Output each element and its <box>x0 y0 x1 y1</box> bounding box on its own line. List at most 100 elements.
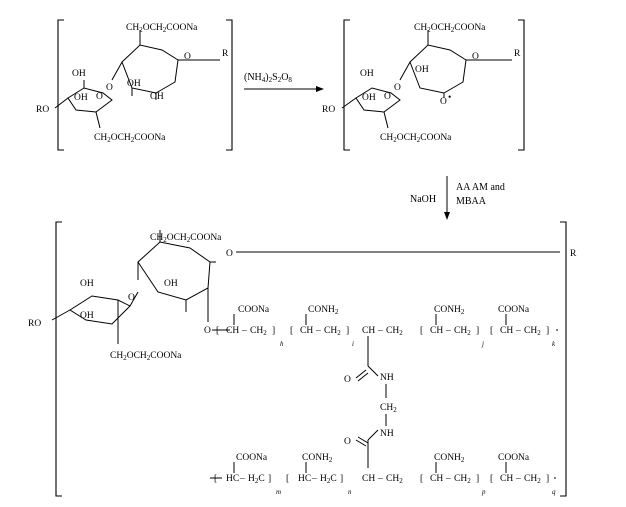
svg-text:[: [ <box>490 474 493 484</box>
upper-pyranose-ring <box>121 44 179 94</box>
subscript-j: j <box>481 340 484 348</box>
unit-p-ch2: CH2 <box>454 474 471 485</box>
unit-k-coona: COONa <box>498 305 530 315</box>
ring-o-label-3: O <box>472 52 479 62</box>
product-oh-2: OH <box>164 279 178 289</box>
product-ro-label: RO <box>28 319 41 329</box>
oh-label-2: OH <box>127 79 141 89</box>
oh-label-1: OH <box>72 69 86 79</box>
unit-p-ch: CH <box>430 474 443 484</box>
ring-o-label-2: O <box>96 92 103 102</box>
unit-h-coona: COONa <box>238 305 270 315</box>
svg-text:–: – <box>315 326 321 336</box>
right-bracket <box>226 19 233 151</box>
svg-text:[: [ <box>490 326 493 336</box>
unit-k-ch: CH <box>500 326 513 336</box>
ch2och2coona-bottom-label-2: CH2OCH2COONa <box>380 133 452 144</box>
unit-i-conh2: CONH2 <box>308 305 339 316</box>
r-label: R <box>222 49 229 59</box>
product-ring-o: O <box>226 249 233 259</box>
radical-intermediate: CH2OCH2COONa O R OH OH O OH O O • RO CH2… <box>322 19 525 151</box>
crosslink-ch2-bottom: CH2 <box>386 474 403 485</box>
product-left-bracket <box>55 221 62 497</box>
svg-text:–: – <box>445 474 451 484</box>
product-ch2och2coona-bottom: CH2OCH2COONa <box>110 351 182 362</box>
ring-o-label: O <box>184 52 191 62</box>
product-lower-ring <box>69 295 131 325</box>
reagent-monomers: AA AM and <box>456 182 505 193</box>
radical-o-label: O <box>440 97 447 107</box>
product-oh-1: OH <box>80 279 94 289</box>
oh-label-5: OH <box>360 69 374 79</box>
left-bracket <box>57 19 64 151</box>
svg-text:[: [ <box>214 474 217 484</box>
svg-text:[: [ <box>290 326 293 336</box>
subscript-k: k <box>552 340 556 348</box>
product-o-link: O <box>128 293 135 303</box>
ring-o-label-4: O <box>384 92 391 102</box>
subscript-i: i <box>352 340 354 348</box>
ro-label: RO <box>36 105 49 115</box>
unit-q-ch: CH <box>500 474 513 484</box>
svg-text:[: [ <box>420 474 423 484</box>
arrow-step1: (NH4)2S2O8 <box>244 72 324 92</box>
unit-j-ch: CH <box>430 326 443 336</box>
svg-text:–: – <box>311 474 317 484</box>
svg-text:–: – <box>377 474 383 484</box>
crosslink-nh-bottom: NH <box>380 429 394 439</box>
svg-text:]: ] <box>546 474 549 484</box>
crosslink-o-bottom: O <box>344 437 351 447</box>
unit-j-ch2: CH2 <box>454 326 471 337</box>
product-right-bracket <box>560 221 567 497</box>
svg-text:[: [ <box>420 326 423 336</box>
subscript-p: p <box>481 488 486 496</box>
product-ch2och2coona-top: CH2OCH2COONa <box>150 233 222 244</box>
unit-n-conh2: CONH2 <box>302 453 333 464</box>
crosslink-ch-bottom: CH <box>362 474 375 484</box>
oh-label-4: OH <box>150 92 164 102</box>
unit-q-coona: COONa <box>498 453 530 463</box>
unit-k-ch2: CH2 <box>524 326 541 337</box>
unit-h-ch2: CH2 <box>250 326 267 337</box>
ro-label-2: RO <box>322 105 335 115</box>
arrow-step2: NaOH AA AM and MBAA <box>410 176 505 220</box>
unit-q-ch2: CH2 <box>524 474 541 485</box>
svg-text:]: ] <box>272 326 275 336</box>
subscript-q: q <box>552 488 556 496</box>
starting-material: CH2OCH2COONa O R OH OH O OH OH O RO CH2O… <box>36 19 233 151</box>
crosslink-nh-top: NH <box>380 373 394 383</box>
lower-pyranose-ring-2 <box>355 87 401 113</box>
oh-label-6: OH <box>415 65 429 75</box>
product-oh-3: OH <box>80 311 94 321</box>
reagent-crosslinker: MBAA <box>456 196 487 207</box>
svg-text:]: ] <box>546 326 549 336</box>
unit-p-conh2: CONH2 <box>434 453 465 464</box>
unit-m-coona: COONa <box>236 453 268 463</box>
product-r-label: R <box>570 249 577 259</box>
svg-text:–: – <box>515 326 521 336</box>
svg-text:–: – <box>239 474 245 484</box>
o-link-label-2: O <box>394 83 401 93</box>
unit-j-conh2: CONH2 <box>434 305 465 316</box>
crosslink-ch-top: CH <box>362 326 375 336</box>
reagent-persulfate: (NH4)2S2O8 <box>244 72 292 84</box>
svg-text:]: ] <box>340 474 343 484</box>
ch2och2coona-bottom-label: CH2OCH2COONa <box>94 133 166 144</box>
unit-i-ch2: CH2 <box>324 326 341 337</box>
product-upper-ring <box>137 241 211 301</box>
ch2och2coona-top-label-2: CH2OCH2COONa <box>414 23 486 34</box>
svg-text:]: ] <box>476 474 479 484</box>
left-bracket-2 <box>343 19 350 151</box>
graft-copolymer: CH2OCH2COONa O R OH OH O OH RO CH2OCH2CO… <box>28 221 577 497</box>
subscript-n: n <box>348 488 352 496</box>
crosslink-ch2: CH2 <box>380 403 397 414</box>
subscript-m: m <box>276 488 281 496</box>
o-link-label: O <box>106 83 113 93</box>
unit-m-hc: HC <box>226 474 239 484</box>
ch2och2coona-top-label: CH2OCH2COONa <box>126 23 198 34</box>
right-bracket-2 <box>518 19 525 151</box>
unit-m-h2c: H2C <box>248 474 265 485</box>
svg-text:]: ] <box>476 326 479 336</box>
svg-text:–: – <box>377 326 383 336</box>
